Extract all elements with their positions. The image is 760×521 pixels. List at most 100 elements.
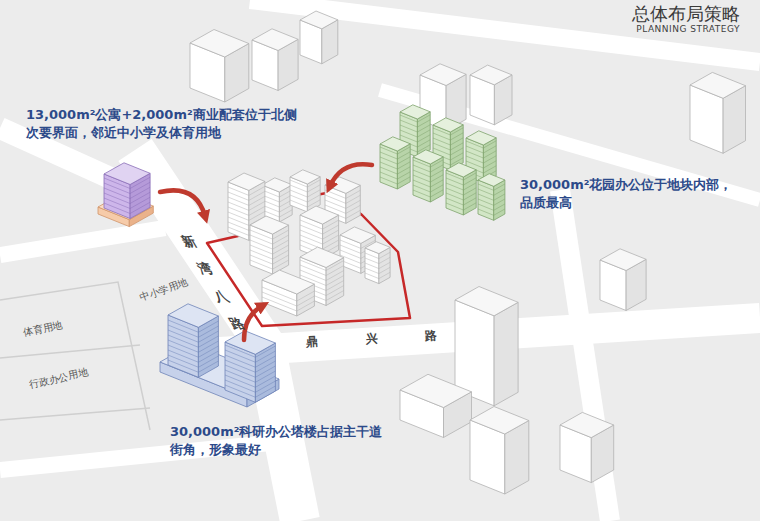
floor-line xyxy=(494,189,505,195)
building-block xyxy=(560,412,614,482)
floor-line xyxy=(249,206,265,215)
building-block xyxy=(400,374,472,437)
building-block xyxy=(168,304,218,378)
building-roof xyxy=(365,242,390,254)
floor-line xyxy=(478,194,494,200)
floor-line xyxy=(225,375,255,387)
floor-line xyxy=(255,381,275,392)
floor-line xyxy=(478,199,494,205)
floor-line xyxy=(104,198,130,209)
floor-line xyxy=(198,336,218,347)
floor-line xyxy=(323,225,339,234)
building-roof xyxy=(478,174,505,187)
floor-line xyxy=(273,255,289,264)
building-face xyxy=(380,144,397,189)
building-face xyxy=(413,157,430,202)
floor-line xyxy=(228,227,249,235)
floor-line xyxy=(168,340,198,352)
floor-line xyxy=(225,350,255,362)
floor-line xyxy=(198,356,218,367)
floor-line xyxy=(450,128,463,135)
building-roof xyxy=(300,206,339,224)
floor-line xyxy=(250,230,273,239)
building-block xyxy=(190,30,249,103)
building-block xyxy=(262,178,292,222)
building-face xyxy=(365,248,379,284)
floor-line xyxy=(273,240,289,249)
road xyxy=(0,228,165,255)
floor-line xyxy=(198,326,218,337)
floor-line xyxy=(300,225,323,234)
floor-line xyxy=(379,272,390,278)
building-face xyxy=(450,125,463,170)
building-roof xyxy=(340,227,375,244)
floor-line xyxy=(379,262,390,268)
floor-line xyxy=(168,335,198,347)
building-block xyxy=(252,29,298,91)
building-block xyxy=(470,65,512,125)
floor-line xyxy=(365,268,379,274)
floor-line xyxy=(168,360,198,372)
floor-line xyxy=(326,261,344,271)
floor-line xyxy=(300,230,323,239)
floor-line xyxy=(478,184,494,190)
road-name: 鼎兴路 xyxy=(305,325,486,351)
floor-line xyxy=(228,212,249,220)
building-roof xyxy=(560,412,614,437)
building-block xyxy=(455,287,518,406)
floor-line xyxy=(249,186,265,195)
floor-line xyxy=(297,296,315,306)
subtitle: PLANNING STRATEGY xyxy=(636,24,740,34)
floor-line xyxy=(365,258,379,264)
floor-line xyxy=(300,220,323,229)
floor-line xyxy=(104,203,130,214)
floor-line xyxy=(225,380,255,392)
building-block xyxy=(413,150,443,202)
building-roof xyxy=(400,374,472,407)
floor-line xyxy=(228,192,249,200)
building-block xyxy=(478,174,505,221)
floor-line xyxy=(249,201,265,210)
floor-line xyxy=(168,325,198,337)
building-face xyxy=(494,302,518,406)
floor-line xyxy=(413,160,430,167)
floor-line xyxy=(365,253,379,259)
floor-line xyxy=(104,188,130,199)
floor-line xyxy=(255,386,275,397)
building-roof xyxy=(600,249,646,271)
building-block xyxy=(225,331,275,403)
building-face xyxy=(397,144,410,189)
floor-line xyxy=(198,361,218,372)
floor-line xyxy=(326,271,344,281)
floor-line xyxy=(323,220,339,229)
building-roof xyxy=(690,72,746,98)
floor-line xyxy=(300,270,326,281)
floor-line xyxy=(273,245,289,254)
floor-line xyxy=(346,195,360,203)
floor-line xyxy=(130,202,150,213)
move-arrows xyxy=(160,164,372,340)
floor-line xyxy=(326,276,344,286)
floor-line xyxy=(379,252,390,258)
floor-line xyxy=(300,235,323,244)
building-block xyxy=(600,249,646,311)
floor-line xyxy=(323,240,339,249)
building-face xyxy=(430,157,443,202)
land-use-label: 行政办公用地 xyxy=(28,366,90,392)
floor-line xyxy=(168,320,198,332)
building-block xyxy=(250,216,289,274)
floor-line xyxy=(365,263,379,269)
building-roof xyxy=(225,331,275,355)
building-block xyxy=(300,11,338,64)
floor-line xyxy=(494,184,505,190)
building-block xyxy=(290,170,320,212)
building-roof xyxy=(300,11,338,29)
floor-line xyxy=(478,209,494,215)
floor-line xyxy=(255,361,275,372)
callout-note: 30,000m²科研办公塔楼占据主干道街角，形象最好 xyxy=(170,423,392,458)
floor-line xyxy=(262,287,297,301)
parcel-edge xyxy=(0,282,150,430)
floor-line xyxy=(255,376,275,387)
